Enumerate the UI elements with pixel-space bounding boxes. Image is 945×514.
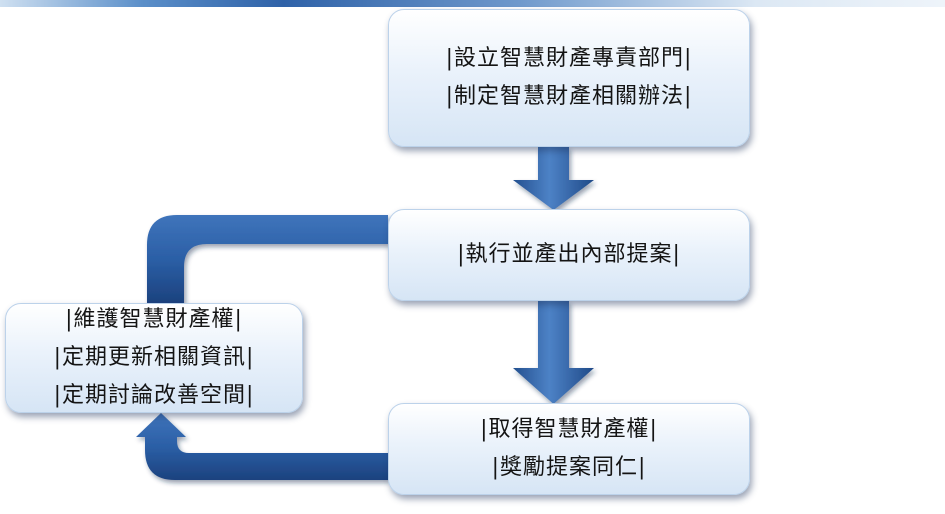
box-execute-internal-proposals: |執行並產出內部提案| [388,209,750,301]
down-arrow-setup-to-exec [513,147,594,210]
box-obtain-line-2: |獎勵提案同仁| [491,455,647,480]
box-maintain-ip-rights: |維護智慧財產權| |定期更新相關資訊| |定期討論改善空間| [5,303,303,413]
box-setup-line-1: |設立智慧財產專責部門| [445,46,693,71]
box-maint-line-1: |維護智慧財產權| [65,307,243,332]
down-arrow-exec-to-obtain [513,301,594,404]
loop-arrow-obtain-to-maint [136,413,388,480]
box-setup-line-2: |制定智慧財產相關辦法| [445,84,693,109]
box-obtain-ip-rights: |取得智慧財產權| |獎勵提案同仁| [388,403,750,495]
header-gradient-rule [0,0,945,7]
box-obtain-line-1: |取得智慧財產權| [480,417,658,442]
box-exec-line-1: |執行並產出內部提案| [457,242,681,267]
box-setup-ip-department: |設立智慧財產專責部門| |制定智慧財產相關辦法| [388,9,750,147]
box-maint-line-2: |定期更新相關資訊| [53,345,255,370]
loop-pipe-maint-to-exec [147,215,388,303]
box-maint-line-3: |定期討論改善空間| [53,383,255,408]
